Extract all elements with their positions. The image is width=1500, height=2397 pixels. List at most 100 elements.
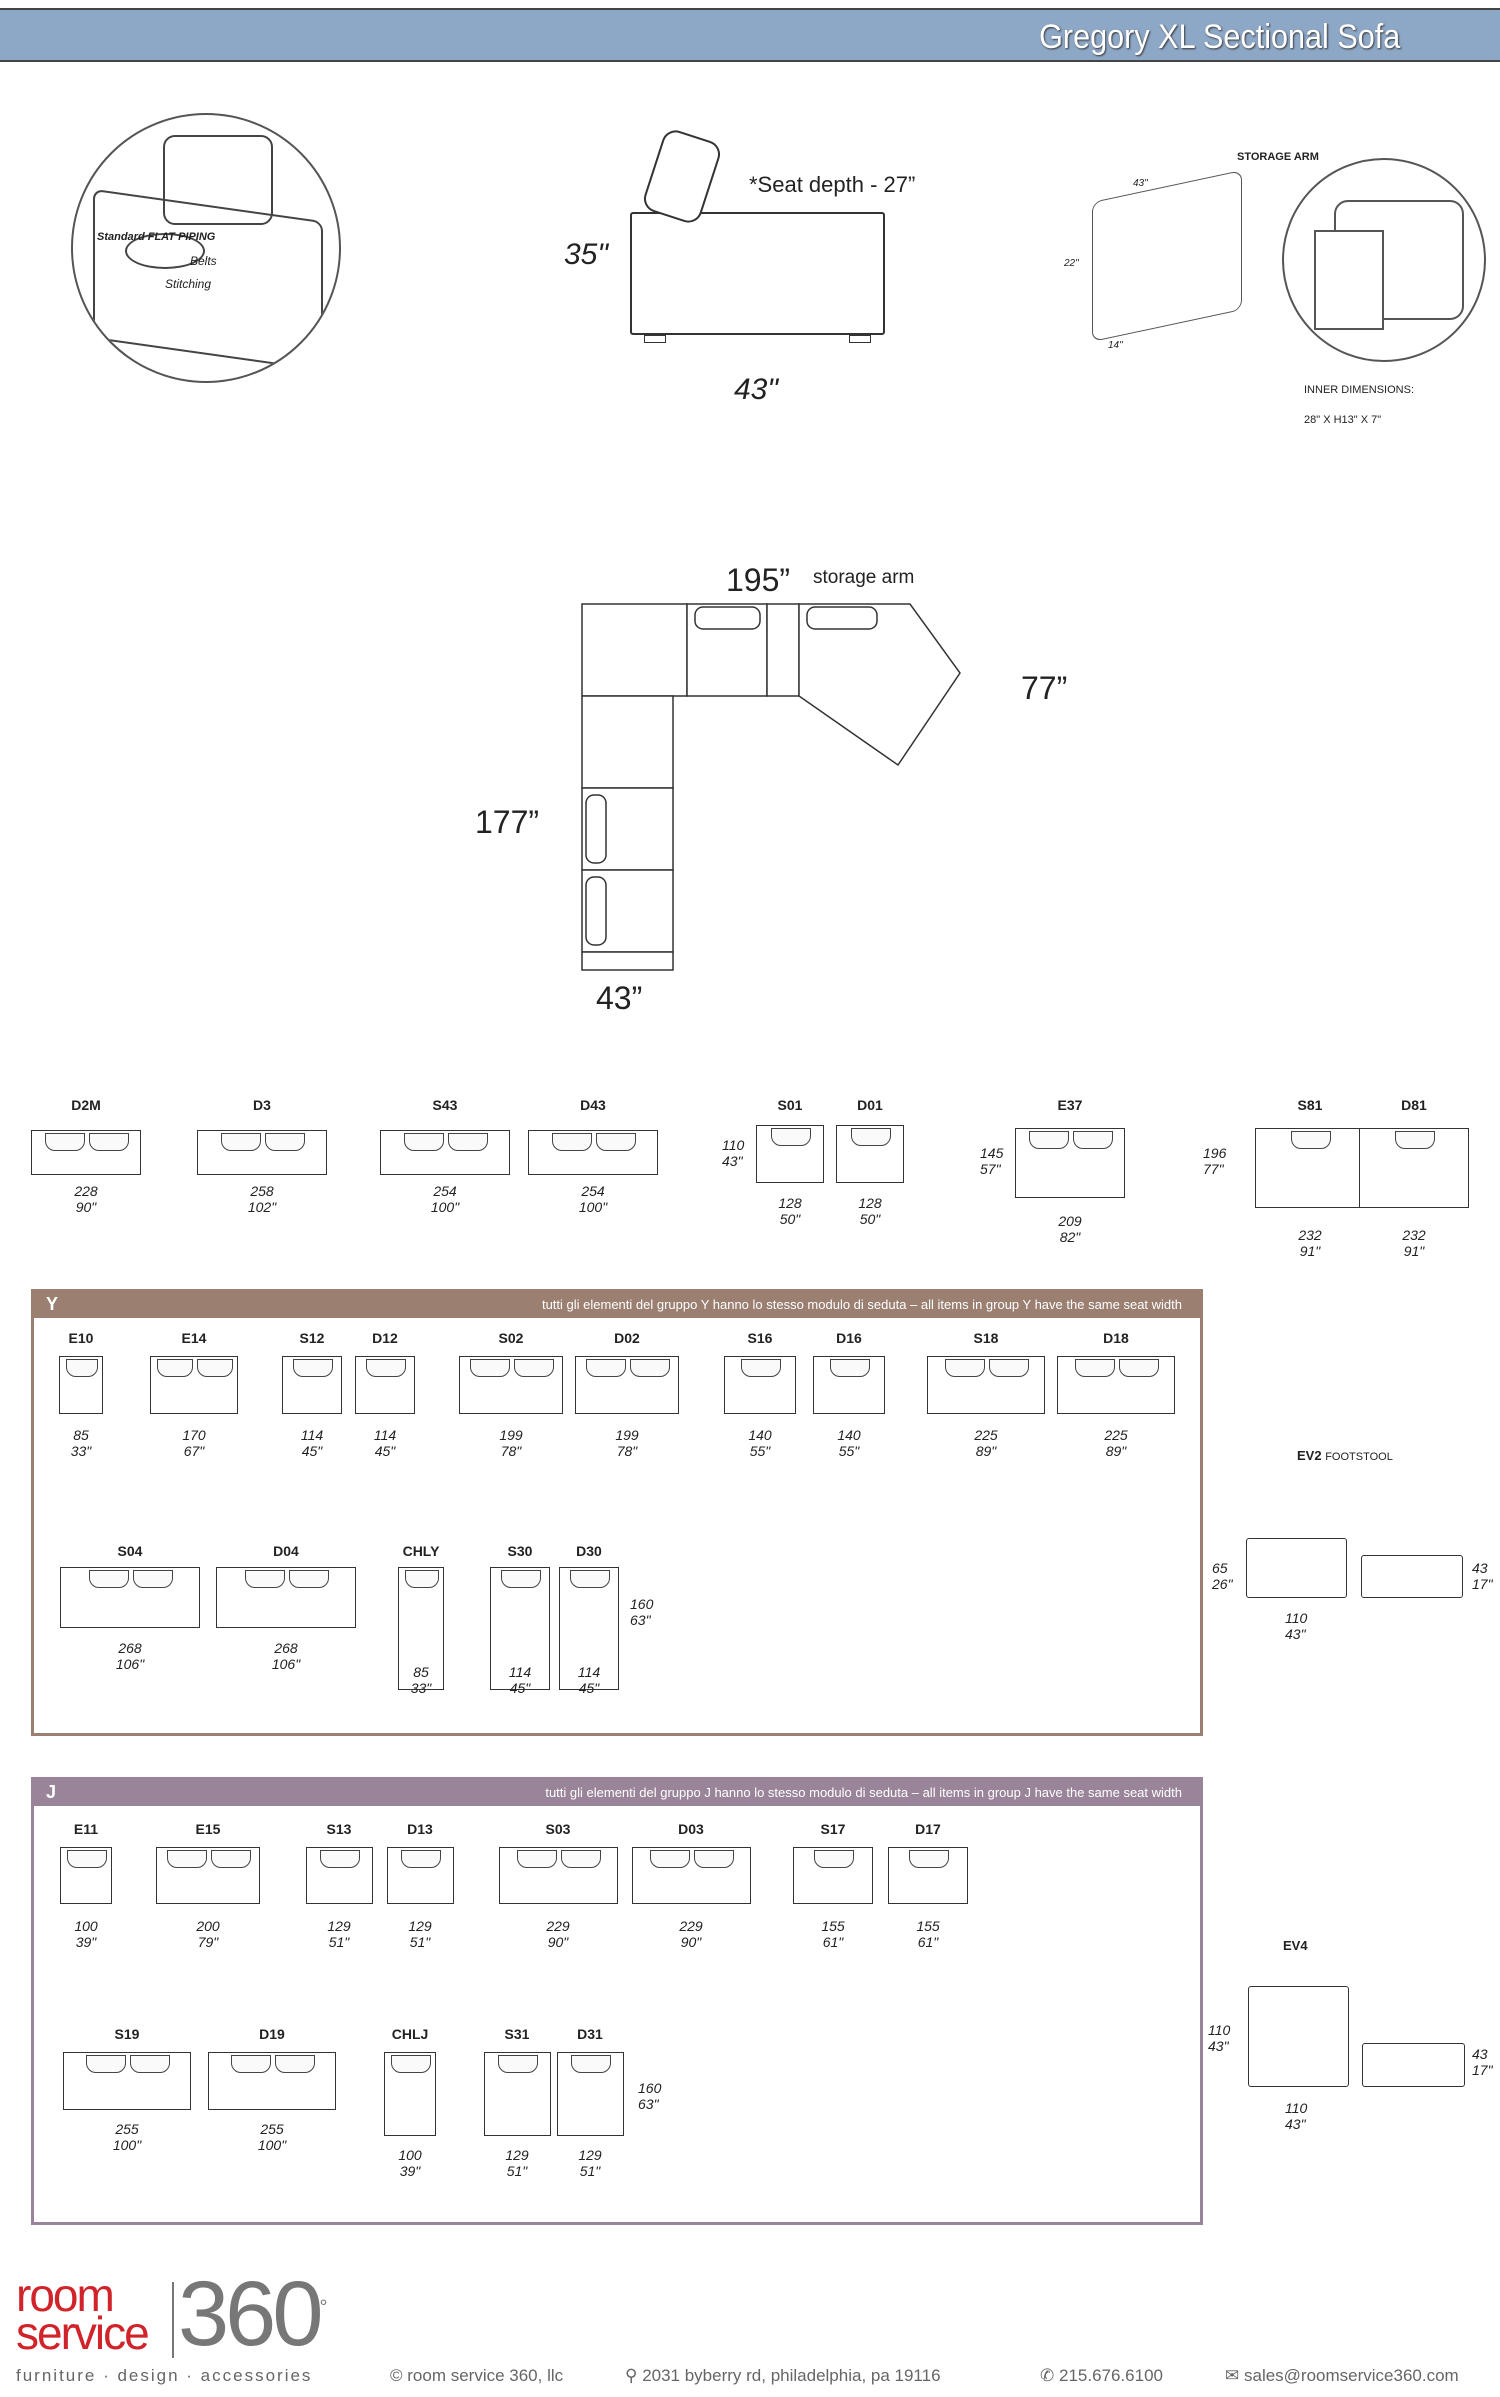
- module-dimensions: 100 39": [398, 2147, 422, 2179]
- title-bar: Gregory XL Sectional Sofa: [0, 8, 1500, 62]
- seat-cushion: [989, 1359, 1029, 1377]
- seat-cushion: [401, 1850, 441, 1868]
- module-code: D04: [273, 1543, 299, 1559]
- seat-cushion: [86, 2055, 126, 2073]
- seat-cushion: [366, 1359, 406, 1377]
- module-drawing: [498, 1847, 618, 1904]
- module-drawing: [490, 1567, 550, 1690]
- tagline: furniture · design · accessories: [16, 2366, 313, 2385]
- group-y-letter: Y: [46, 1294, 59, 1314]
- page-title: Gregory XL Sectional Sofa: [1038, 18, 1400, 56]
- piping-label: Standard FLAT PIPING: [97, 231, 216, 243]
- seat-cushion: [830, 1359, 870, 1377]
- group-y-note: tutti gli elementi del gruppo Y hanno lo…: [541, 1297, 1182, 1312]
- module-dimensions: 225 89": [974, 1427, 998, 1459]
- module-drawing: [724, 1356, 796, 1414]
- module-dimensions: 155 61": [821, 1918, 845, 1950]
- seat-cushion: [552, 1133, 592, 1151]
- storage-arm-callout: storage arm: [813, 567, 915, 588]
- module-dimensions: 268 106": [271, 1640, 301, 1672]
- module-dimensions: 100 39": [74, 1918, 98, 1950]
- seat-cushion: [771, 1128, 811, 1146]
- module-dimensions: 129 51": [578, 2147, 602, 2179]
- module-dimensions: 128 50": [858, 1195, 882, 1227]
- module-dimensions: 232 91": [1402, 1227, 1426, 1259]
- module-dimensions: 199 78": [615, 1427, 639, 1459]
- seat-cushion: [293, 1359, 333, 1377]
- module-drawing: [31, 1130, 141, 1175]
- module-drawing: [150, 1356, 238, 1414]
- module-drawing: [1255, 1128, 1365, 1208]
- storage-arm-open-illustration: [1282, 158, 1486, 362]
- piping-detail-illustration: [71, 113, 341, 383]
- depth-dimension: 43": [734, 373, 779, 406]
- plan-bottom-dimension: 43”: [596, 980, 643, 1016]
- seat-cushion: [514, 1359, 554, 1377]
- module-code: S04: [117, 1543, 143, 1559]
- ev2-depth: 65 26": [1212, 1560, 1233, 1592]
- storage-arm-height: 22": [1064, 258, 1079, 269]
- address: ⚲ 2031 byberry rd, philadelphia, pa 1911…: [625, 2366, 941, 2385]
- module-drawing: [63, 2052, 191, 2110]
- logo-360: 360°: [178, 2263, 328, 2365]
- module-drawing: [528, 1130, 658, 1175]
- storage-arm-drawing: [1092, 170, 1242, 342]
- module-code: S19: [114, 2026, 140, 2042]
- module-dimensions: 170 67": [182, 1427, 206, 1459]
- module-drawing: [355, 1356, 415, 1414]
- module-dimensions: 200 79": [196, 1918, 220, 1950]
- seat-cushion: [45, 1133, 85, 1151]
- module-code: S17: [820, 1821, 846, 1837]
- seat-cushion: [405, 1570, 439, 1588]
- seat-depth-note: *Seat depth - 27”: [749, 172, 916, 197]
- ev4-side-view: [1362, 2043, 1465, 2087]
- module-dimensions: 255 100": [257, 2121, 287, 2153]
- seat-cushion: [741, 1359, 781, 1377]
- module-code: E37: [1057, 1097, 1083, 1113]
- seat-cushion: [630, 1359, 670, 1377]
- module-code: D19: [259, 2026, 285, 2042]
- module-drawing: [380, 1130, 510, 1175]
- envelope-icon: ✉: [1225, 2366, 1240, 2385]
- seat-cushion: [694, 1850, 734, 1868]
- seat-cushion: [1395, 1131, 1435, 1149]
- module-drawing: [208, 2052, 336, 2110]
- map-pin-icon: ⚲: [625, 2366, 638, 2385]
- module-drawing: [305, 1847, 373, 1904]
- module-code: D2M: [71, 1097, 101, 1113]
- seat-cushion: [197, 1359, 233, 1377]
- seat-cushion: [909, 1850, 949, 1868]
- ev2-height: 43 17": [1472, 1560, 1493, 1592]
- module-drawing: [1359, 1128, 1469, 1208]
- email[interactable]: ✉ sales@roomservice360.com: [1225, 2366, 1459, 2385]
- ev2-top-view: [1246, 1538, 1347, 1598]
- module-code: S13: [326, 1821, 352, 1837]
- inner-dimensions-value: 28" X H13" X 7": [1304, 414, 1382, 426]
- module-drawing: [386, 1847, 454, 1904]
- ev4-depth: 110 43": [1208, 2022, 1231, 2054]
- ev4-width: 110 43": [1285, 2100, 1308, 2132]
- seat-cushion: [167, 1850, 207, 1868]
- module-drawing: [60, 1847, 112, 1904]
- module-dimensions: 85 33": [410, 1664, 432, 1696]
- module-drawing: [1015, 1128, 1125, 1198]
- plan-right-dimension: 77”: [1021, 670, 1068, 706]
- seat-cushion: [320, 1850, 360, 1868]
- module-drawing: [1057, 1356, 1175, 1414]
- ev4-label: EV4: [1283, 1938, 1308, 1953]
- module-code: D17: [915, 1821, 941, 1837]
- seat-cushion: [596, 1133, 636, 1151]
- inner-dimensions-label: INNER DIMENSIONS:: [1304, 384, 1415, 396]
- module-code: CHLY: [402, 1543, 440, 1559]
- seat-cushion: [130, 2055, 170, 2073]
- seat-cushion: [289, 1570, 329, 1588]
- seat-cushion: [133, 1570, 173, 1588]
- phone[interactable]: ✆ 215.676.6100: [1040, 2366, 1163, 2385]
- module-dimensions: 232 91": [1298, 1227, 1322, 1259]
- plan-top-dimension: 195”: [726, 562, 791, 598]
- module-dimensions: 209 82": [1058, 1213, 1082, 1245]
- seat-cushion: [650, 1850, 690, 1868]
- seat-cushion: [67, 1850, 107, 1868]
